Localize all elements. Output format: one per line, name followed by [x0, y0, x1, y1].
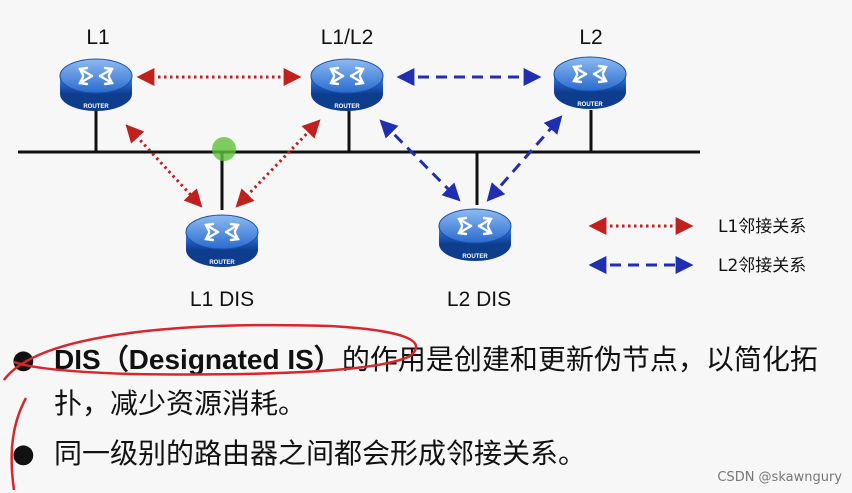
bullet-list: ● DIS（Designated IS）的作用是创建和更新伪节点，以简化拓扑，减…	[12, 338, 842, 476]
router-plate: ROUTER	[83, 104, 109, 110]
l1-adjacency-l1dis-l1l2	[235, 119, 321, 208]
router-label-l1: L1	[86, 26, 109, 49]
l2-adjacency-l2dis-l2	[486, 115, 563, 202]
highlight-dot	[212, 137, 236, 161]
bullet-dot: ●	[12, 345, 35, 375]
watermark: CSDN @skawngury	[717, 470, 842, 485]
bullet-item: ● 同一级别的路由器之间都会形成邻接关系。	[12, 432, 842, 476]
router-plate: ROUTER	[577, 102, 603, 108]
router-plate: ROUTER	[209, 260, 235, 266]
router-label-l2: L2	[579, 26, 602, 49]
router-plate: ROUTER	[462, 254, 488, 260]
router-plate: ROUTER	[334, 104, 360, 110]
bullet-emphasis: DIS（Designated IS）	[54, 344, 342, 375]
l1-adjacency-l1-l1dis	[125, 124, 203, 208]
router-l2: ROUTER	[552, 55, 628, 111]
bullet-text: 同一级别的路由器之间都会形成邻接关系。	[54, 437, 587, 470]
router-label-l1dis: L1 DIS	[190, 288, 254, 311]
l2-adjacency-l1l2-l2dis	[379, 119, 461, 202]
router-l1: ROUTER	[58, 57, 134, 113]
router-label-l1l2: L1/L2	[321, 26, 374, 49]
router-l1dis: ROUTER	[184, 213, 260, 269]
router-label-l2dis: L2 DIS	[447, 288, 511, 311]
router-l1l2: ROUTER	[309, 57, 385, 113]
bullet-body: 的作用是创建和更新伪节点，以简化拓扑，减少资源消耗。	[54, 343, 818, 420]
bullet-text: DIS（Designated IS）的作用是创建和更新伪节点，以简化拓扑，减少资…	[54, 338, 842, 426]
bullet-dot: ●	[12, 439, 35, 469]
legend-l2-label: L2邻接关系	[718, 256, 806, 276]
legend: L1邻接关系 L2邻接关系	[588, 217, 806, 276]
router-l2dis: ROUTER	[437, 207, 513, 263]
legend-l1-label: L1邻接关系	[718, 217, 806, 237]
bullet-item: ● DIS（Designated IS）的作用是创建和更新伪节点，以简化拓扑，减…	[12, 338, 842, 426]
